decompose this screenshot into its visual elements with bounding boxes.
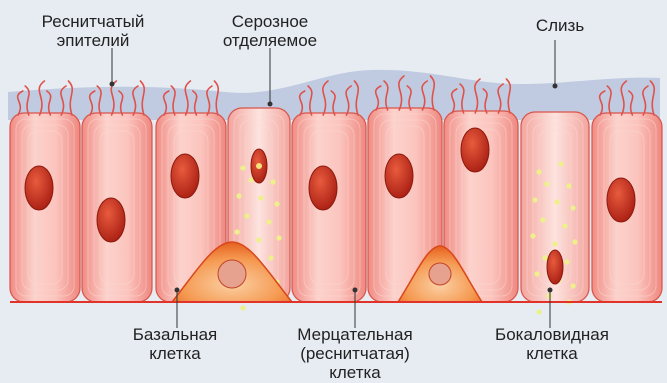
secretory-granule bbox=[554, 199, 559, 204]
nucleolus bbox=[256, 163, 262, 169]
label-ciliated-epithelium: Реснитчатый эпителий bbox=[28, 12, 158, 50]
secretory-granule bbox=[552, 241, 557, 246]
leader-ciliated-cell-dot bbox=[353, 288, 358, 293]
cell-nucleus bbox=[25, 166, 53, 210]
label-serous-secretion: Серозное отделяемое bbox=[205, 12, 335, 50]
secretory-granule bbox=[534, 271, 539, 276]
cell-nucleus bbox=[309, 166, 337, 210]
goblet-cell bbox=[521, 112, 589, 315]
secretory-granule bbox=[248, 177, 253, 182]
secretory-granule bbox=[536, 169, 541, 174]
cell-nucleus bbox=[547, 250, 563, 284]
secretory-granule bbox=[244, 213, 249, 218]
ciliated-cell bbox=[10, 113, 80, 302]
secretory-granule bbox=[236, 193, 241, 198]
cell-nucleus bbox=[97, 198, 125, 242]
cells-layer bbox=[10, 108, 662, 315]
secretory-granule bbox=[258, 195, 263, 200]
label-mucus: Слизь bbox=[515, 16, 605, 35]
cell-nucleus bbox=[171, 154, 199, 198]
label-ciliated-cell: Мерцательная (реснитчатая) клетка bbox=[275, 325, 435, 382]
secretory-granule bbox=[570, 205, 575, 210]
secretory-granule bbox=[546, 293, 551, 298]
secretory-granule bbox=[542, 255, 547, 260]
secretory-granule bbox=[562, 223, 567, 228]
secretory-granule bbox=[256, 237, 261, 242]
basal-nucleus bbox=[218, 260, 246, 288]
cell-nucleus bbox=[461, 128, 489, 172]
leader-basal-cell-dot bbox=[175, 288, 180, 293]
secretory-granule bbox=[536, 309, 541, 314]
cell-nucleus bbox=[385, 154, 413, 198]
secretory-granule bbox=[274, 201, 279, 206]
ciliated-cell bbox=[292, 113, 366, 302]
secretory-granule bbox=[558, 161, 563, 166]
leader-goblet-cell-dot bbox=[548, 288, 553, 293]
label-basal-cell: Базальная клетка bbox=[110, 325, 240, 363]
leader-ciliated-epithelium-dot bbox=[110, 82, 115, 87]
secretory-granule bbox=[266, 219, 271, 224]
secretory-granule bbox=[572, 239, 577, 244]
secretory-granule bbox=[234, 229, 239, 234]
ciliated-cell bbox=[82, 113, 152, 302]
secretory-granule bbox=[564, 259, 569, 264]
leader-serous-secretion-dot bbox=[268, 102, 273, 107]
secretory-granule bbox=[530, 233, 535, 238]
label-goblet-cell: Бокаловидная клетка bbox=[472, 325, 632, 363]
secretory-granule bbox=[570, 283, 575, 288]
secretory-granule bbox=[270, 179, 275, 184]
secretory-granule bbox=[544, 181, 549, 186]
secretory-granule bbox=[540, 217, 545, 222]
leader-mucus-dot bbox=[553, 84, 558, 89]
secretory-granule bbox=[532, 197, 537, 202]
secretory-granule bbox=[268, 255, 273, 260]
secretory-granule bbox=[240, 305, 245, 310]
ciliated-cell bbox=[592, 113, 662, 302]
secretory-granule bbox=[566, 183, 571, 188]
cell-nucleus bbox=[607, 178, 635, 222]
basal-nucleus bbox=[429, 263, 451, 285]
secretory-granule bbox=[240, 165, 245, 170]
secretory-granule bbox=[276, 235, 281, 240]
